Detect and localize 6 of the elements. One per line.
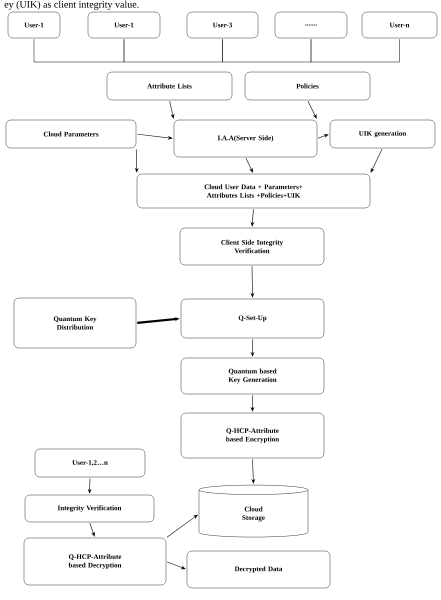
connector-line (124, 38, 223, 62)
connector-line (34, 38, 124, 62)
connector-line (310, 38, 400, 62)
arrow (166, 514, 198, 538)
connector-line (222, 38, 312, 62)
page-text: ey (UIK) as client integrity value. (4, 0, 138, 10)
